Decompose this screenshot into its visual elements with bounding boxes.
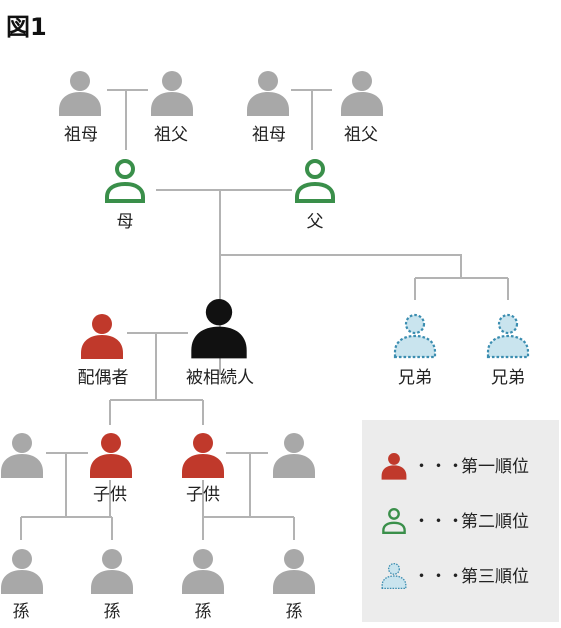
child-spouse-icon	[1, 433, 43, 478]
spouse-label: 配偶者	[78, 368, 129, 388]
grandchild-label-3: 孫	[195, 602, 212, 622]
spouse-icon	[81, 314, 123, 359]
father-label: 父	[307, 212, 324, 232]
legend-dots-1: ・・・	[413, 457, 464, 477]
grandchild-label-2: 孫	[104, 602, 121, 622]
child-icon	[182, 433, 224, 478]
grandfather-icon	[341, 71, 383, 116]
legend-rank3-label: 第三順位	[461, 567, 529, 587]
grandmother-icon	[247, 71, 289, 116]
grandchild-label-4: 孫	[286, 602, 303, 622]
grandmother-label-1: 祖母	[64, 125, 98, 145]
mother-label: 母	[117, 212, 134, 232]
sibling-label-1: 兄弟	[398, 368, 432, 388]
legend: ・・・ 第一順位 ・・・ 第二順位 ・・・ 第三順位	[362, 420, 559, 622]
deceased-label: 被相続人	[186, 368, 254, 388]
sibling-label-2: 兄弟	[491, 368, 525, 388]
figure-title: 図1	[6, 13, 47, 41]
grandchild-icon	[91, 549, 133, 594]
connector-lines	[20, 89, 509, 540]
grandmother-icon	[59, 71, 101, 116]
legend-rank1-label: 第一順位	[461, 457, 529, 477]
sibling-icon	[486, 313, 530, 359]
father-icon	[295, 159, 335, 203]
grandchild-label-1: 孫	[13, 602, 30, 622]
deceased-icon	[191, 299, 247, 359]
grandfather-icon	[151, 71, 193, 116]
grandfather-label-1: 祖父	[154, 125, 188, 145]
grandchild-icon	[1, 549, 43, 594]
sibling-icon	[393, 313, 437, 359]
legend-rank2-label: 第二順位	[461, 512, 529, 532]
grandchild-icon	[273, 549, 315, 594]
grandmother-label-2: 祖母	[252, 125, 286, 145]
child-label-1: 子供	[93, 485, 127, 505]
legend-dots-2: ・・・	[413, 512, 464, 532]
child-spouse-icon	[273, 433, 315, 478]
grandchild-icon	[182, 549, 224, 594]
child-label-2: 子供	[186, 485, 220, 505]
mother-icon	[105, 159, 145, 203]
legend-dots-3: ・・・	[413, 567, 464, 587]
grandfather-label-2: 祖父	[344, 125, 378, 145]
child-icon	[90, 433, 132, 478]
